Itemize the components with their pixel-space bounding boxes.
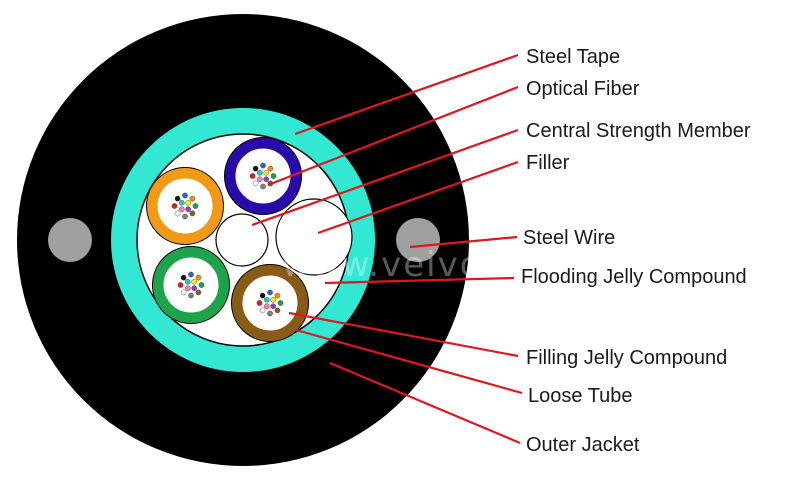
leader-lines xyxy=(251,53,523,445)
optical-fiber xyxy=(267,289,273,296)
optical-fiber xyxy=(174,210,181,217)
optical-fiber xyxy=(178,206,185,212)
optical-fiber xyxy=(249,173,256,179)
leader-steel-tape xyxy=(294,53,519,136)
optical-fiber xyxy=(252,180,259,187)
optical-fiber xyxy=(260,162,266,169)
optical-fiber xyxy=(180,274,187,281)
optical-fiber xyxy=(189,195,196,202)
label-steel-wire: Steel Wire xyxy=(523,227,615,249)
optical-fiber xyxy=(192,203,199,209)
optical-fiber-bundle xyxy=(171,192,199,220)
label-outer-jacket: Outer Jacket xyxy=(526,434,640,456)
optical-fiber xyxy=(182,213,188,220)
leader-steel-wire xyxy=(409,235,518,249)
optical-fiber xyxy=(171,203,178,209)
leader-outer-jacket xyxy=(329,361,521,445)
optical-fiber xyxy=(267,165,274,172)
optical-fiber xyxy=(259,307,266,314)
optical-fiber xyxy=(184,285,191,292)
optical-fiber xyxy=(274,307,281,314)
optical-fiber xyxy=(174,195,181,202)
optical-fiber xyxy=(263,296,270,303)
steel-wire-left xyxy=(48,218,92,262)
steel-wire-right xyxy=(396,218,440,262)
optical-fiber xyxy=(184,278,191,285)
optical-fiber xyxy=(256,169,263,176)
optical-fiber-bundle xyxy=(256,289,284,317)
optical-fiber xyxy=(259,292,266,299)
label-optical-fiber: Optical Fiber xyxy=(526,78,640,100)
optical-fiber xyxy=(178,199,185,206)
leader-filler xyxy=(317,160,519,235)
optical-fiber xyxy=(180,289,187,296)
optical-fiber xyxy=(270,173,277,179)
optical-fiber xyxy=(277,300,284,306)
central-strength-member xyxy=(215,213,269,267)
label-loose-tube: Loose Tube xyxy=(528,385,633,407)
leader-loose-tube xyxy=(295,328,523,395)
loose-tube-orange xyxy=(146,167,224,245)
optical-fiber xyxy=(177,282,184,288)
optical-fiber xyxy=(260,183,266,190)
optical-fiber xyxy=(185,199,191,206)
optical-fiber xyxy=(256,300,263,306)
optical-fiber xyxy=(189,210,196,217)
optical-fiber xyxy=(195,274,202,281)
optical-fiber xyxy=(195,289,202,296)
optical-fiber xyxy=(191,278,197,285)
filler xyxy=(275,198,353,276)
optical-fiber xyxy=(182,192,188,199)
cable-cross-section: www.veivot.com xyxy=(17,14,589,466)
optical-fiber xyxy=(270,296,277,303)
optical-fiber xyxy=(185,206,191,212)
optical-fiber xyxy=(263,303,270,310)
leader-optical-fiber xyxy=(267,85,519,187)
optical-fiber xyxy=(256,176,263,182)
optical-fiber xyxy=(274,292,281,299)
leader-central-strength-member xyxy=(251,128,519,227)
loose-tube-green xyxy=(152,246,230,324)
component-labels: Steel Tape Optical Fiber Central Strengt… xyxy=(521,46,751,456)
leader-flooding-jelly-compound xyxy=(324,276,515,285)
loose-tube-brown xyxy=(231,264,309,342)
optical-fiber xyxy=(252,165,259,172)
optical-fiber xyxy=(267,310,273,317)
watermark: www.veivot.com xyxy=(282,245,589,285)
optical-fiber xyxy=(263,169,270,176)
label-filling-jelly-compound: Filling Jelly Compound xyxy=(526,347,727,369)
leader-filling-jelly-compound xyxy=(288,311,519,358)
optical-fiber xyxy=(263,176,270,182)
label-flooding-jelly-compound: Flooding Jelly Compound xyxy=(521,266,747,288)
optical-fiber xyxy=(188,292,194,299)
optical-fiber xyxy=(188,271,194,278)
label-filler: Filler xyxy=(526,152,570,174)
label-steel-tape: Steel Tape xyxy=(526,46,620,68)
optical-fiber xyxy=(191,285,197,292)
label-central-strength-member: Central Strength Member xyxy=(526,120,751,142)
optical-fiber xyxy=(198,282,205,288)
optical-fiber xyxy=(270,303,277,310)
optical-fiber-bundle xyxy=(177,271,205,299)
